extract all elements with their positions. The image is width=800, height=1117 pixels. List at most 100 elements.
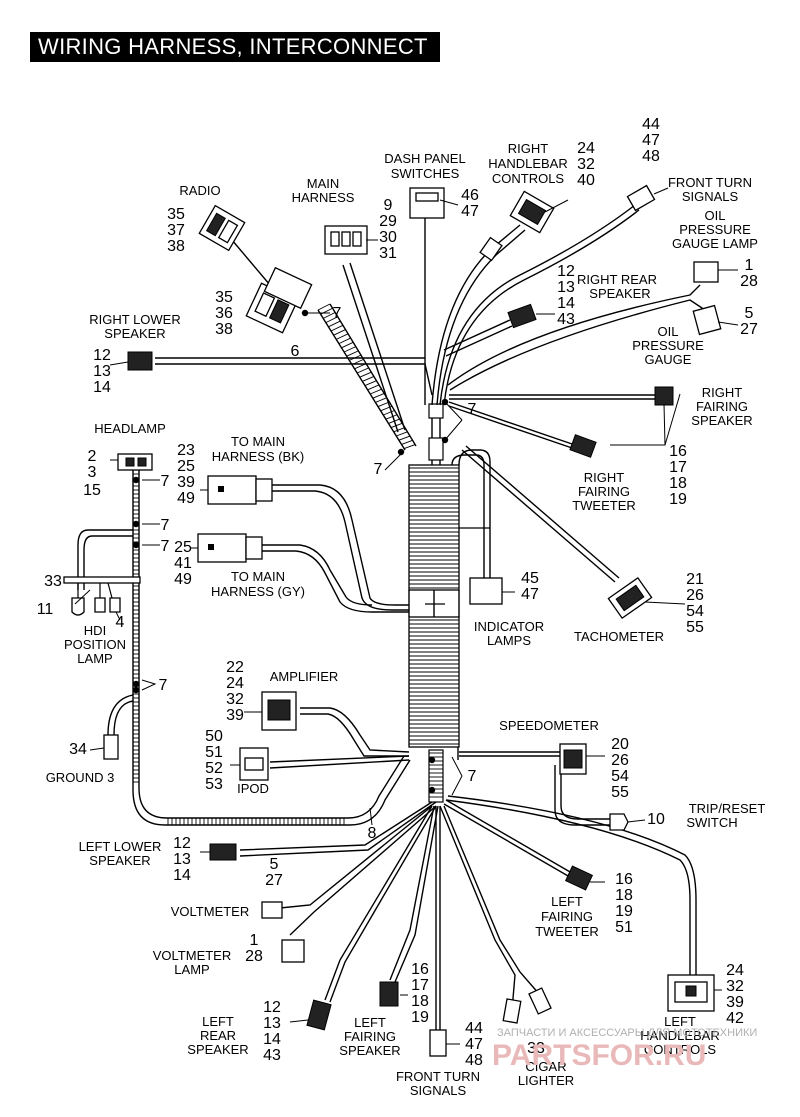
conduit-rib (401, 439, 413, 445)
callout-lrs-2: 14 (263, 1031, 281, 1048)
callout-lls-0: 12 (173, 835, 191, 852)
oil-pressure-gauge-connector (692, 304, 722, 336)
label-main-harness-1: MAIN (307, 176, 340, 191)
conduit-rib (398, 435, 411, 441)
callout-clip-d: 7 (161, 473, 170, 490)
label-rrs-1: RIGHT REAR (577, 272, 657, 287)
label-fts2-2: SIGNALS (410, 1083, 467, 1098)
conduit-rib (375, 397, 387, 403)
conduit-rib (328, 320, 341, 328)
callout-lls-2: 14 (173, 867, 191, 884)
callout-ipod-3: 53 (205, 776, 223, 793)
right-handlebar-connector (509, 190, 555, 234)
conduit-rib (330, 324, 344, 332)
left-fairing-speaker-connector (379, 981, 399, 1007)
callout-vl-0: 1 (250, 932, 259, 949)
label-lfs-1: LEFT (354, 1015, 386, 1030)
callout-rls-1: 13 (93, 363, 111, 380)
label-lls-2: SPEAKER (89, 853, 150, 868)
right-lower-speaker-connector (127, 351, 153, 371)
conduit-rib (377, 401, 390, 408)
label-rfs-2: FAIRING (696, 399, 748, 414)
conduit-rib (364, 380, 377, 387)
cigar-lighter-connector-a (502, 998, 522, 1024)
callout-lrs-1: 13 (263, 1015, 281, 1032)
label-lrs-1: LEFT (202, 1014, 234, 1029)
conduit-rib (338, 337, 351, 345)
callout-main-1: 29 (379, 213, 397, 230)
label-cig-2: LIGHTER (518, 1073, 574, 1088)
label-opgl-1: OIL (705, 208, 726, 223)
callout-amp-3: 39 (226, 707, 244, 724)
front-turn-signals-connector-lower (429, 1029, 447, 1057)
left-rear-speaker-connector (306, 999, 332, 1031)
indicator-lamps-connector (469, 577, 503, 605)
label-dash-1: DASH PANEL (384, 151, 465, 166)
callout-lhc-3: 42 (726, 1010, 744, 1027)
label-rft-1: RIGHT (584, 470, 625, 485)
callout-rrs-0: 12 (557, 263, 575, 280)
label-lls-1: LEFT LOWER (79, 839, 162, 854)
callout-ipod-0: 50 (205, 728, 223, 745)
label-rft-2: FAIRING (578, 484, 630, 499)
callout-opg-0: 5 (745, 305, 754, 322)
label-rrs-2: SPEAKER (589, 286, 650, 301)
label-lfs-3: SPEAKER (339, 1043, 400, 1058)
callout-vl-1: 28 (245, 948, 263, 965)
callout-clip-h: 7 (468, 768, 477, 785)
conduit-rib (390, 422, 403, 429)
lower-wire-bundle (239, 707, 697, 1030)
callout-tach-3: 55 (686, 619, 704, 636)
callout-cig: 33 (527, 1040, 545, 1057)
label-radio: RADIO (179, 183, 220, 198)
harness-conduit-upper (408, 464, 460, 591)
callout-tmgy-1: 41 (174, 555, 192, 572)
label-rfs-3: SPEAKER (691, 413, 752, 428)
callout-clip-b: 7 (468, 401, 477, 418)
page-title: WIRING HARNESS, INTERCONNECT (30, 32, 440, 62)
clip-dot (132, 686, 140, 694)
callout-amp-1: 24 (226, 675, 244, 692)
callout-fts-2: 48 (642, 148, 660, 165)
conduit-rib (403, 444, 416, 450)
callout-speedo-2: 54 (611, 768, 629, 785)
callout-clip-a: 7 (333, 305, 342, 322)
conduit-rib (333, 329, 346, 336)
callout-speedo-0: 20 (611, 736, 629, 753)
conduit-rib (362, 376, 375, 382)
speedometer-connector (559, 743, 587, 775)
clip-dot (132, 520, 140, 528)
leader-lines (74, 187, 739, 1045)
label-ind-1: INDICATOR (474, 619, 544, 634)
callout-opg-1: 27 (740, 321, 758, 338)
callout-rls-2: 14 (93, 379, 111, 396)
label-fts-1: FRONT TURN (668, 175, 752, 190)
clip-dot (397, 448, 405, 456)
callout-rft-0: 16 (669, 443, 687, 460)
conduit-rib (336, 333, 349, 340)
radio-connector (198, 204, 246, 252)
label-rfs-1: RIGHT (702, 385, 743, 400)
headlamp-connector (117, 453, 153, 471)
label-voltmeter: VOLTMETER (171, 904, 250, 919)
callout-tmbk-1: 25 (177, 458, 195, 475)
label-headlamp: HEADLAMP (94, 421, 166, 436)
cigar-lighter-connector-b (528, 987, 552, 1015)
label-tach: TACHOMETER (574, 629, 664, 644)
callout-clip-g: 7 (159, 677, 168, 694)
callout-headlamp-2: 15 (83, 482, 101, 499)
callout-rft-1: 17 (669, 459, 687, 476)
callout-lhc-2: 39 (726, 994, 744, 1011)
callout-radio2-2: 38 (215, 321, 233, 338)
callout-opgl-0: 1 (745, 257, 754, 274)
callout-dash-0: 46 (461, 187, 479, 204)
right-rear-speaker-connector (507, 303, 537, 329)
callout-hdi-a: 33 (44, 573, 62, 590)
callout-speedo-1: 26 (611, 752, 629, 769)
right-fairing-speaker-connector (654, 386, 674, 406)
callout-radio2-1: 36 (215, 305, 233, 322)
callout-rft-2: 18 (669, 475, 687, 492)
label-ipod: IPOD (237, 781, 269, 796)
callout-fts-1: 47 (642, 132, 660, 149)
voltmeter-lamp-connector (281, 939, 305, 963)
